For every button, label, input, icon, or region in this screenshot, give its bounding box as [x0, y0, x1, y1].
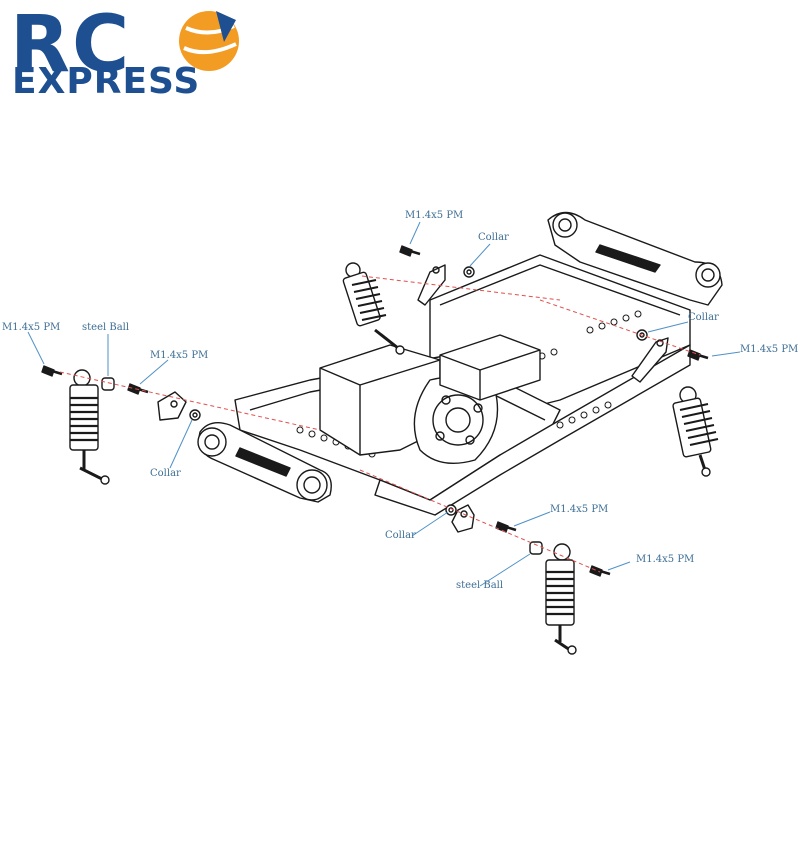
callout-screw-bottom-inner: M1.4x5 PM	[550, 504, 609, 515]
callout-screw-right: M1.4x5 PM	[740, 344, 799, 355]
shock-absorber-right	[672, 386, 719, 477]
shock-mount-bracket-top	[417, 264, 446, 306]
frame-rail-right	[374, 344, 691, 516]
front-cross-member	[197, 422, 332, 503]
callout-screw-bottom-outer: M1.4x5 PM	[636, 554, 695, 565]
logo-rc-letters: RC	[10, 0, 132, 90]
callout-steel-ball-left: steel Ball	[82, 322, 130, 333]
callout-collar-bottom: Collar	[385, 530, 416, 541]
transmission-housing	[319, 344, 499, 464]
callout-collar-left: Collar	[150, 468, 181, 479]
logo-rc-text: RC	[10, 5, 131, 85]
callout-screw-top: M1.4x5 PM	[405, 210, 464, 221]
callout-collar-top: Collar	[478, 232, 509, 243]
callout-leader-lines	[27, 221, 741, 587]
callout-screw-left-outer: M1.4x5 PM	[2, 322, 61, 333]
steel-ball-icons	[101, 377, 543, 555]
orange-ball-icon	[179, 11, 239, 71]
assembly-dashed-lines	[59, 275, 701, 573]
rear-cross-member	[547, 211, 723, 306]
shock-mount-bracket-left	[157, 391, 187, 421]
callout-collar-right: Collar	[688, 312, 719, 323]
logo-express-text: EXPRESS	[12, 62, 200, 102]
callout-steel-ball-bottom: steel Ball	[456, 580, 504, 591]
shock-absorber-top	[342, 262, 405, 355]
shock-absorber-bottom	[545, 543, 577, 655]
motor-mount-box	[439, 334, 541, 401]
screw-icons	[41, 245, 709, 577]
shock-absorber-left	[69, 369, 110, 485]
shock-mount-bracket-right	[631, 337, 669, 383]
logo-express-letters: EXPRESS	[12, 61, 201, 102]
callout-screw-left-inner: M1.4x5 PM	[150, 350, 209, 361]
